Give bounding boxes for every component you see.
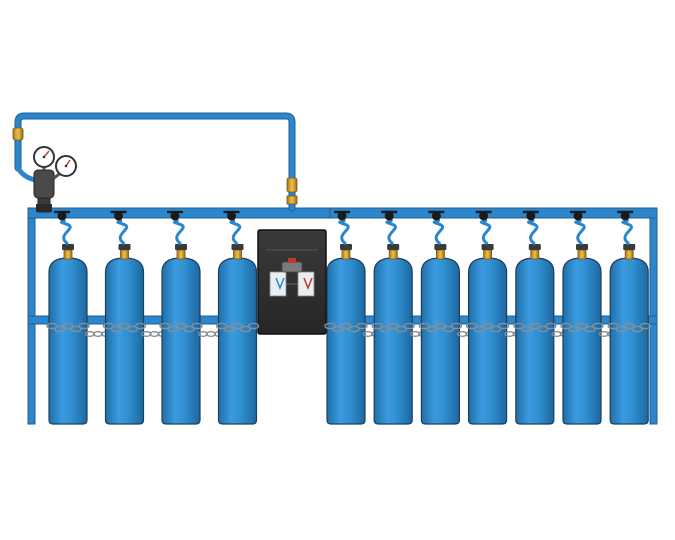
gas-cylinder xyxy=(371,210,429,425)
restraint-chain-icon xyxy=(215,322,260,333)
cylinder-valve-icon xyxy=(530,249,540,260)
header-valve-icon xyxy=(337,211,347,221)
cylinder-valve-icon xyxy=(120,249,129,260)
valve-handwheel xyxy=(62,244,74,250)
supply-pipe xyxy=(12,112,298,212)
pigtail-hose xyxy=(172,216,185,246)
header-valve-icon xyxy=(57,211,67,221)
cylinder-body xyxy=(48,257,88,425)
supply-fitting xyxy=(12,127,24,141)
cylinder-body xyxy=(609,257,649,425)
header-valve-icon xyxy=(227,211,236,221)
valve-handwheel xyxy=(175,244,187,250)
valve-handwheel xyxy=(576,244,588,250)
cylinder-body xyxy=(161,257,201,425)
valve-handwheel xyxy=(528,244,541,250)
valve-handwheel xyxy=(434,244,447,250)
pigtail-hose xyxy=(116,216,129,246)
cylinder-body xyxy=(468,257,508,425)
valve-handwheel xyxy=(118,244,131,250)
cylinder-valve-icon xyxy=(233,249,242,260)
header-valve-icon xyxy=(573,211,583,221)
changeover-panel xyxy=(257,229,327,335)
gas-cylinder xyxy=(560,210,618,425)
cylinder-valve-icon xyxy=(577,249,587,260)
cylinder-body xyxy=(562,257,602,425)
restraint-chain-icon xyxy=(560,322,618,337)
header-valve-icon xyxy=(431,211,441,221)
header-valve-icon xyxy=(170,211,180,221)
gas-cylinder xyxy=(513,210,570,425)
cylinder-body xyxy=(515,257,555,425)
gas-cylinder xyxy=(465,210,523,425)
valve-handwheel xyxy=(340,244,352,250)
pressure-gauge-icon xyxy=(55,155,77,177)
valve-handwheel xyxy=(231,244,244,250)
header-valve-icon xyxy=(114,211,123,221)
gas-cylinder xyxy=(607,210,651,425)
header-valve-icon xyxy=(620,211,630,221)
pigtail-hose xyxy=(527,216,539,246)
valve-handwheel xyxy=(387,244,400,250)
cylinder-body xyxy=(373,257,413,425)
pigtail-hose xyxy=(59,216,72,246)
pigtail-hose xyxy=(432,216,445,246)
gas-cylinder xyxy=(159,210,225,425)
restraint-chain-icon xyxy=(371,322,429,337)
cylinder-body xyxy=(326,257,366,425)
cylinder-body xyxy=(217,257,258,425)
gas-cylinder xyxy=(324,210,382,425)
cylinder-body xyxy=(420,257,460,425)
valve-handwheel xyxy=(481,244,494,250)
header-valve-icon xyxy=(384,211,394,221)
cylinder-valve-icon xyxy=(388,249,398,260)
valve-handwheel xyxy=(623,244,636,250)
pigtail-hose xyxy=(229,216,242,246)
pigtail-hose xyxy=(621,216,633,246)
right-header-rail xyxy=(329,207,658,219)
gas-cylinder xyxy=(46,210,112,425)
pressure-regulator xyxy=(15,146,77,213)
cylinder-banks xyxy=(46,210,651,425)
cylinder-valve-icon xyxy=(176,249,186,260)
pigtail-hose xyxy=(338,216,350,246)
gas-cylinder xyxy=(418,210,476,425)
cylinder-valve-icon xyxy=(63,249,73,260)
pressure-gauge-icon xyxy=(33,146,55,168)
pigtail-hose xyxy=(479,216,492,246)
header-valve-icon xyxy=(479,211,489,221)
pigtail-hose xyxy=(574,216,586,246)
cylinder-valve-icon xyxy=(341,249,351,260)
cylinder-valve-icon xyxy=(435,249,445,260)
cylinder-valve-icon xyxy=(483,249,493,260)
cylinder-valve-icon xyxy=(624,249,634,260)
restraint-chain-icon xyxy=(607,322,651,333)
cylinder-body xyxy=(104,257,145,425)
inline-valve xyxy=(286,177,298,193)
header-valve-icon xyxy=(526,211,536,221)
gas-cylinder xyxy=(215,210,260,425)
pigtail-hose xyxy=(385,216,397,246)
gas-cylinder xyxy=(102,210,168,425)
